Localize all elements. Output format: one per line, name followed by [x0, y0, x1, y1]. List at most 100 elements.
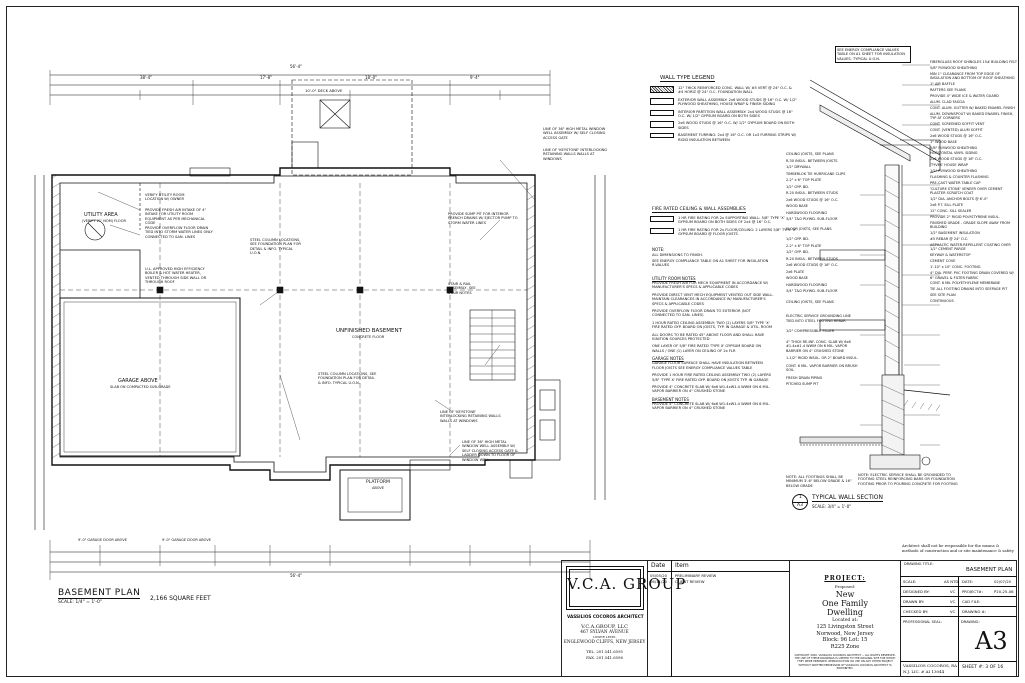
plan-note-5: PROVIDE SUMP PIT FOR INTERIOR FRENCH DRA…: [448, 212, 518, 225]
dim-top-3: 18'-0": [365, 75, 378, 80]
wall-tag-icon: [650, 216, 674, 222]
project-label: PROJECT:: [824, 575, 866, 582]
section-label: CEILING JOISTS, SEE PLANS: [786, 152, 834, 156]
drawing-title: BASEMENT PLAN: [966, 567, 1013, 573]
platform-sub: ABOVE: [372, 486, 385, 490]
room-unfinished-sub: CONCRETE FLOOR: [352, 335, 385, 339]
revision-header: Date Item: [647, 560, 790, 572]
section-label: 'CULTURE STONE' VENEER OVER CEMENT PLAST…: [930, 186, 1003, 196]
garage-door-1-label: 9'-0" GARAGE DOOR ABOVE: [78, 538, 127, 542]
wall-legend-item: 2x6 WOOD STUDS @ 16" O.C. W/ 1/2" GYPSUM…: [650, 121, 800, 130]
room-utility: UTILITY AREA: [84, 212, 118, 218]
general-note: ALL DOORS TO BE RATED 45" ABOVE FLOOR AN…: [652, 332, 765, 342]
wall-legend-item: 12" THICK REINFORCED CONC. WALL W/ #5 VE…: [650, 86, 800, 95]
section-label: 1-1/2" RIGID INSUL. OR 2" BOARD INSUL.: [786, 356, 858, 360]
section-label: 3/4" T&G PLYWD. SUB-FLOOR: [786, 289, 838, 293]
section-left-labels: CEILING JOISTS, SEE PLANS R-30 INSUL. BE…: [786, 152, 860, 389]
section-label: WOOD BASE: [786, 204, 809, 208]
plan-area: 2,166 SQUARE FEET: [150, 595, 211, 602]
section-bottom-note: NOTE: ALL FOOTINGS SHALL BE MINIMUM 3'-6…: [786, 475, 852, 488]
section-label: 1/2" GYP. BD.: [786, 250, 810, 254]
wall-legend-item: INTERIOR PARTITION WALL ASSEMBLY: 2x4 WO…: [650, 109, 800, 119]
fire-item: 1 HR FIRE RATING FOR 2x FLOOR/CEILING: 2…: [650, 227, 800, 237]
section-label: ALUM. CLAD FASCIA: [930, 99, 965, 104]
wall-section-drawing: [799, 64, 950, 470]
overall-dim-bottom: 56'-4": [290, 573, 303, 578]
plan-note-11: LINE OF 'KEYSTONE' INTERLOCKING RETAININ…: [440, 410, 501, 423]
section-label: 1" WOOD BASE: [930, 139, 957, 144]
wall-tag-icon: [650, 109, 674, 116]
section-scale: SCALE: 3/4" = 1'-0": [812, 504, 852, 509]
wall-legend-list: 12" THICK REINFORCED CONC. WALL W/ #5 VE…: [650, 86, 800, 145]
section-label: 1/2" DRYWALL: [786, 165, 811, 169]
general-note: PROVIDE DIRECT VENT MECH EQUIPMENT VENTE…: [652, 292, 774, 306]
section-label: 3/4" T&G PLYWD. SUB-FLOOR: [786, 217, 838, 221]
section-label: 2-2" x 6" TOP PLATE: [786, 178, 822, 182]
plan-note-6: STEEL COLUMN LOCATIONS, SEE FOUNDATION P…: [250, 238, 301, 256]
general-note: PROVIDE OVERFLOW FLOOR DRAIN TO EXTERIOR…: [652, 309, 751, 318]
section-label: TIMBERLOK TIE HURRICANE CLIPS: [786, 171, 846, 176]
plan-note-1: VERIFY UTILITY ROOM LOCATION W/ OWNER: [145, 193, 185, 202]
fire-assemblies-list: 1 HR FIRE RATING FOR 2x SUPPORTING WALL:…: [650, 216, 800, 240]
sheet-number: SHEET #: 3 OF 16: [962, 665, 1004, 670]
firm-name: V.C.A.GROUP, LLC: [581, 624, 628, 630]
wall-tag-icon: [650, 86, 674, 93]
firm-suite: LOWER LEVEL: [592, 635, 617, 639]
section-label: ASPHALTIC WATER-REPELLENT COATING OVER 1…: [930, 242, 1011, 252]
legend-note-2: SEE ENERGY COMPLIANCE TABLE ON A1 SHEET …: [652, 259, 769, 268]
room-garage-sub: SLAB ON COMPACTED SUB-GRADE: [110, 385, 171, 389]
legend-note-1: ALL DIMENSIONS TO FINISH.: [652, 253, 703, 257]
section-label: CONT. ALUM. GUTTER W/ BAKED ENAMEL FINIS…: [930, 105, 1015, 110]
section-label: 1/2" GYP. BD.: [786, 237, 810, 241]
section-label: 2x6 P.T. SILL PLATE: [930, 203, 964, 208]
section-label: 2x6 PLATE: [786, 269, 805, 274]
section-top-note: SEE ENERGY COMPLIANCE VALUES TABLE ON A1…: [835, 46, 911, 64]
address-1: 125 Livingston Street: [816, 624, 874, 630]
dim-top-1: 38'-4": [140, 75, 153, 80]
section-label: CONT. 6 MIL POLYETHYLENE MEMBRANE: [930, 281, 1001, 286]
project-name-3: Dwelling: [827, 608, 863, 617]
basement-floor-plan: [34, 70, 606, 580]
general-note: ONE LAYER OF 5/8" FIRE RATED 'TYPE X' GY…: [652, 344, 762, 353]
section-label: FINISHED GRADE - GRADE SLOPE AWAY FROM B…: [930, 220, 1011, 230]
wall-tag-icon: [650, 133, 674, 139]
section-label: 12" CONC. SILL SEALER: [930, 208, 972, 213]
sheet-border: [6, 6, 1019, 677]
drawing-label: DRAWING:: [961, 620, 980, 624]
platform-label: PLATFORM: [366, 480, 390, 485]
section-bottom-note-2: NOTE: ELECTRIC SERVICE SHALL BE GROUNDED…: [858, 473, 958, 486]
section-label: CEMENT COVE: [930, 259, 956, 264]
section-label: HORIZONTAL VINYL SIDING: [930, 151, 978, 156]
section-label: CONT. (VENTED) ALUM SOFFIT: [930, 127, 983, 132]
address-4: R225 Zone: [830, 643, 860, 650]
legend-notes-title: NOTE:: [652, 247, 665, 252]
located-at: Located at:: [832, 618, 858, 623]
room-utility-sub: (VERIFY 21' NOM) FLOOR: [82, 219, 126, 223]
section-label: PROVIDE 4" WIDE ICE & WATER GUARD: [930, 93, 999, 98]
dim-top-2: 17'-8": [260, 75, 273, 80]
project-name-2: One Family: [822, 599, 868, 608]
section-label: FRESH DRAIN PIPING: [786, 375, 823, 380]
deck-above-label: 10'-0" DECK ABOVE: [305, 88, 343, 93]
plan-note-4: U.L. APPROVED HIGH EFFICIENCY BOILER & H…: [145, 267, 207, 285]
revision-panel: [647, 560, 790, 677]
section-label: CONT. SCREENED SOFFIT VENT: [930, 122, 985, 127]
section-label: PROVIDE 2" RIGID POLYSTYRENE INSUL.: [930, 214, 1000, 219]
drawing-title-label: DRAWING TITLE:: [904, 562, 934, 566]
seal-label: PROFESSIONAL SEAL:: [903, 620, 942, 624]
section-label: SEE SITE PLAN: [930, 293, 956, 298]
general-note: 1 HOUR RATED CEILING ASSEMBLY: TWO (2) L…: [652, 320, 773, 330]
section-label: 2x6 WOOD STUDS @ 16" O.C.: [930, 157, 983, 162]
firm-street: 467 SYLVAN AVENUE: [580, 630, 629, 635]
section-label: 5/8" PLYWOOD SHEATHING: [930, 145, 978, 150]
section-label: FLASHING & COUNTER FLASHING: [930, 175, 989, 180]
address-2: Norwood, New Jersey: [816, 630, 874, 637]
project-name-1: New: [835, 590, 855, 599]
address-3: Block: 96 Lot: 15: [822, 637, 868, 643]
section-label: 2-2" x 6" TOP PLATE: [786, 243, 822, 248]
section-label: 1" AIR BAFFLE: [930, 82, 955, 87]
section-label: 1/2" COMPRESSIBLE FILLER: [786, 329, 835, 333]
plan-note-7: LINE OF 36" HIGH METAL WINDOW WELL ASSEM…: [543, 127, 606, 140]
section-label: HARDWOOD FLOORING: [786, 210, 828, 215]
